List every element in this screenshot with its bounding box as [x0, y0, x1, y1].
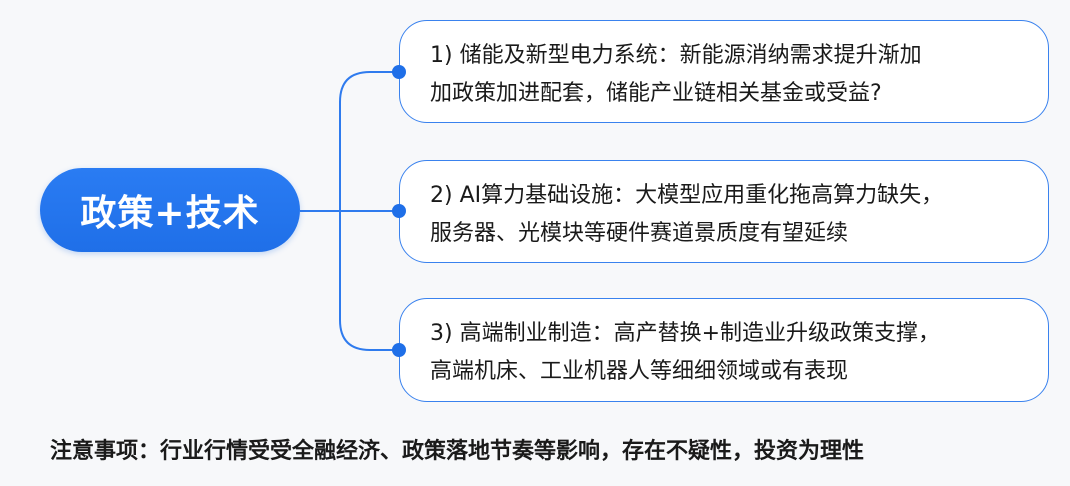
branch-card-2[interactable]: 2) AI算力基础设施：大模型应用重化拖高算力缺失， 服务器、光模块等硬件赛道景…: [399, 160, 1049, 263]
branch-3-connector-dot: [392, 343, 406, 357]
footer-note: 注意事项：行业行情受受全融经济、政策落地节奏等影响，存在不疑性，投资为理性: [50, 439, 865, 464]
branch-1-connector-dot: [392, 65, 406, 79]
branch-1-line-1: 1) 储能及新型电力系统：新能源消纳需求提升渐加: [430, 43, 922, 68]
branch-card-1[interactable]: 1) 储能及新型电力系统：新能源消纳需求提升渐加 加政策加进配套，储能产业链相关…: [399, 20, 1049, 123]
branch-1-line-2: 加政策加进配套，储能产业链相关基金或受益?: [430, 81, 882, 106]
branch-2-connector-dot: [392, 204, 406, 218]
branch-3-line-2: 高端机床、工业机器人等细细领域或有表现: [430, 359, 849, 384]
root-node[interactable]: 政策+技术: [40, 168, 300, 252]
branch-card-3[interactable]: 3) 高端制业制造：高产替换+制造业升级政策支撑， 高端机床、工业机器人等细细领…: [399, 298, 1049, 402]
branch-2-line-2: 服务器、光模块等硬件赛道景质度有望延续: [430, 221, 849, 246]
root-label: 政策+技术: [80, 193, 260, 234]
branch-3-line-1: 3) 高端制业制造：高产替换+制造业升级政策支撑，: [430, 321, 941, 346]
branch-2-line-1: 2) AI算力基础设施：大模型应用重化拖高算力缺失，: [430, 183, 944, 208]
connector-branch-1: [339, 71, 399, 211]
connector-branch-3: [339, 211, 399, 351]
